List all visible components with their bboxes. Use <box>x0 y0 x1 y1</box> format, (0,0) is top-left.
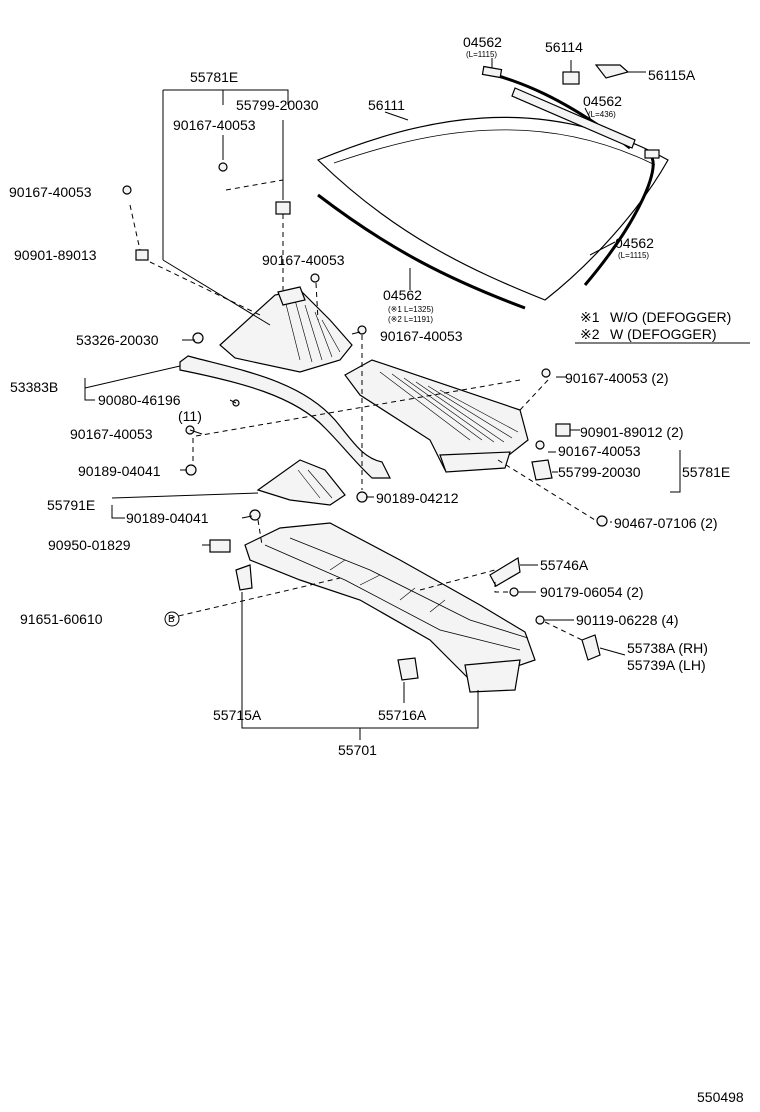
bracket-55746A <box>489 557 521 587</box>
label-90167-c: 90167-40053 <box>262 252 345 268</box>
label-90167-a: 90167-40053 <box>173 117 256 133</box>
bracket-55738A-55739A <box>581 634 601 661</box>
cowl-side-cover-55791E <box>256 459 346 506</box>
legend-text-2: W (DEFOGGER) <box>610 326 717 342</box>
fasteners <box>122 162 608 625</box>
label-56115A: 56115A <box>648 67 696 83</box>
label-length-1115-right: (L=1115) <box>618 251 649 260</box>
cowl-seal-53383B <box>179 355 391 479</box>
label-04562-lower: 04562 <box>383 287 422 303</box>
label-90189-04041-b: 90189-04041 <box>126 510 209 526</box>
windshield-glass <box>316 116 669 301</box>
legend-text-1: W/O (DEFOGGER) <box>610 309 731 325</box>
legend-mark-2: ※2 <box>580 326 600 342</box>
label-53383B: 53383B <box>10 379 58 395</box>
label-90189-04041-a: 90189-04041 <box>78 463 161 479</box>
cowl-ventilator-louver-right <box>344 359 529 473</box>
cowl-ventilator-louver-left <box>219 286 353 373</box>
label-length-1115-top: (L=1115) <box>466 50 497 59</box>
label-55781E-right: 55781E <box>682 464 730 480</box>
label-55791E: 55791E <box>47 497 95 513</box>
bracket-55715A <box>235 564 253 591</box>
label-90119: 90119-06228 (4) <box>576 612 678 628</box>
clip-56115A <box>594 64 646 79</box>
cowl-panel-55701 <box>244 522 536 693</box>
label-55799-top: 55799-20030 <box>236 97 319 113</box>
circle-b-marker <box>164 611 180 627</box>
label-56114: 56114 <box>545 39 583 55</box>
clip-56114 <box>562 60 580 85</box>
label-91651: 91651-60610 <box>20 611 103 627</box>
label-90167-b: 90167-40053 <box>9 184 92 200</box>
label-04562-top: 04562 <box>463 34 502 50</box>
label-90167-e: 90167-40053 <box>70 426 153 442</box>
label-55739A: 55739A (LH) <box>627 657 706 673</box>
windshield-spacer-strip <box>511 87 636 149</box>
label-90167-d: 90167-40053 <box>380 328 463 344</box>
label-55701: 55701 <box>338 742 377 758</box>
label-55799-right: 55799-20030 <box>558 464 641 480</box>
windshield-side-molding <box>583 149 660 286</box>
label-90950: 90950-01829 <box>48 537 131 553</box>
label-90901-89013: 90901-89013 <box>14 247 97 263</box>
label-90901-89012: 90901-89012 (2) <box>580 424 684 440</box>
label-length-defog1: (※1 L=1325) <box>388 305 434 314</box>
label-55738A: 55738A (RH) <box>627 640 708 656</box>
label-length-436: (L=436) <box>588 110 616 119</box>
label-90189-04212: 90189-04212 <box>376 490 459 506</box>
label-qty-11: (11) <box>178 408 202 424</box>
label-length-defog2: (※2 L=1191) <box>388 315 433 324</box>
label-55781E-top: 55781E <box>190 69 238 85</box>
label-circle-b: B <box>168 614 175 625</box>
legend-mark-1: ※1 <box>580 309 600 325</box>
label-90179: 90179-06054 (2) <box>540 584 644 600</box>
diagram-id: 550498 <box>697 1089 744 1105</box>
part-labels: 04562 (L=1115) 56114 56115A 56111 04562 … <box>9 34 750 1105</box>
dashed-assembly-lines <box>129 179 596 641</box>
label-90467: 90467-07106 (2) <box>614 515 718 531</box>
label-04562-mid: 04562 <box>583 93 622 109</box>
label-53326: 53326-20030 <box>76 332 159 348</box>
bracket-55716A <box>397 657 419 681</box>
label-90167-f: 90167-40053 (2) <box>565 370 669 386</box>
label-55746A: 55746A <box>540 557 589 573</box>
label-90167-g: 90167-40053 <box>558 443 641 459</box>
label-56111: 56111 <box>368 97 405 113</box>
cushion-90950 <box>209 539 231 553</box>
label-55716A: 55716A <box>378 707 427 723</box>
label-04562-right: 04562 <box>615 235 654 251</box>
label-90080: 90080-46196 <box>98 392 181 408</box>
label-55715A: 55715A <box>213 707 262 723</box>
windshield-lower-molding <box>317 193 526 310</box>
